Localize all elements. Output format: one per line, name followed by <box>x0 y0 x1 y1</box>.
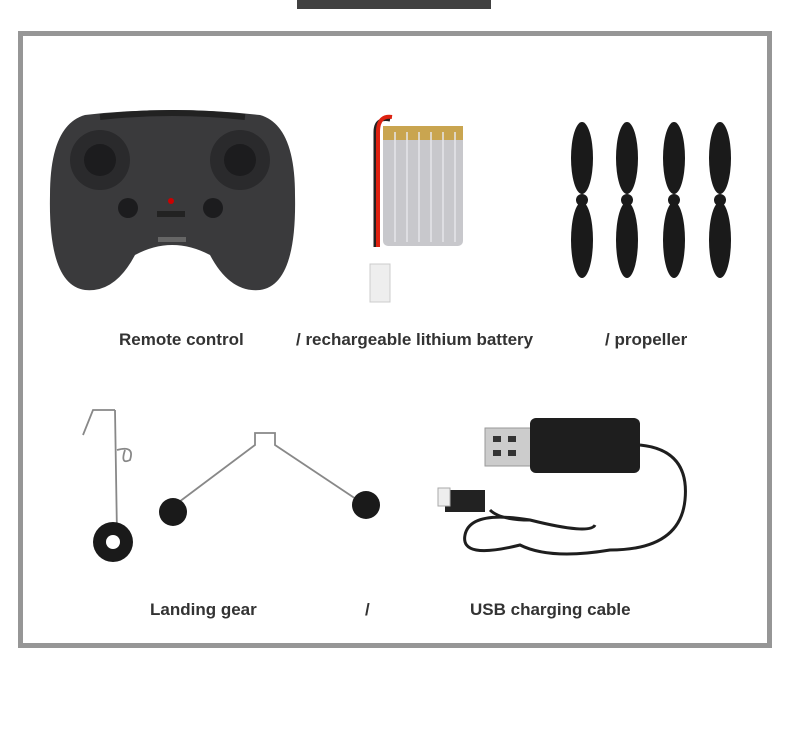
propeller-label: / propeller <box>605 330 688 349</box>
top-bar <box>297 0 491 9</box>
propeller-image <box>571 122 731 278</box>
battery-label: / rechargeable lithium battery <box>296 330 534 349</box>
remote-control-image <box>49 110 296 291</box>
separator-label: / <box>365 600 370 619</box>
remote-control-label: Remote control <box>119 330 244 349</box>
usb-cable-image <box>437 418 687 556</box>
battery-image <box>369 114 463 303</box>
usb-cable-label: USB charging cable <box>470 600 631 619</box>
landing-gear-image <box>82 409 380 562</box>
landing-gear-label: Landing gear <box>150 600 257 619</box>
